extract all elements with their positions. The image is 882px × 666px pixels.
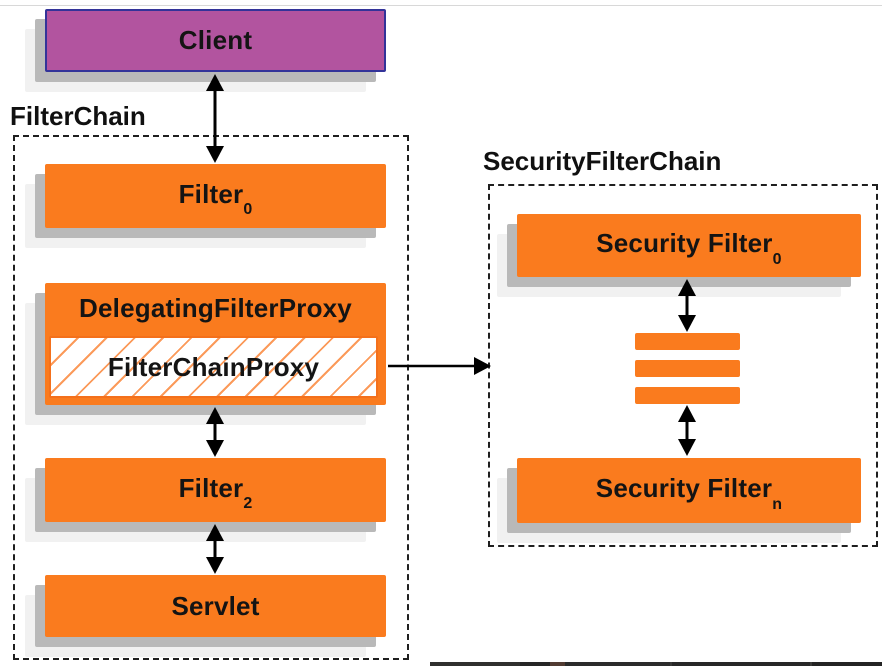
filter0-box-label: Filter0 xyxy=(178,178,253,218)
ellipsis-bar-icon xyxy=(635,333,740,350)
filter0-subscript: 0 xyxy=(243,201,253,219)
security-filter0-label: Security Filter0 xyxy=(596,228,782,267)
client-box: Client xyxy=(45,9,386,72)
security-filter0-subscript: 0 xyxy=(772,250,782,268)
security-filtern-box: Security Filtern xyxy=(517,458,861,523)
filter0-text: Filter xyxy=(178,178,244,209)
ellipsis-bar-icon xyxy=(635,360,740,377)
top-hairline xyxy=(0,5,882,6)
security-filter0-text: Security Filter xyxy=(596,228,773,259)
security-filter0-box: Security Filter0 xyxy=(517,214,861,277)
bottom-window-edge xyxy=(430,662,882,666)
filter2-subscript: 2 xyxy=(243,495,253,513)
filterchain-dashed-box xyxy=(13,135,409,660)
filter2-box: Filter2 xyxy=(45,458,386,522)
filterchainproxy-box: FilterChainProxy xyxy=(49,336,378,398)
security-filtern-text: Security Filter xyxy=(595,473,773,504)
client-box-label: Client xyxy=(178,25,253,55)
filterchain-label: FilterChain xyxy=(10,101,146,131)
delegatingfilterproxy-box: DelegatingFilterProxy FilterChainProxy xyxy=(45,283,386,405)
delegatingfilterproxy-label: DelegatingFilterProxy xyxy=(79,293,352,323)
filter2-text: Filter xyxy=(178,472,244,503)
security-filtern-label: Security Filtern xyxy=(595,473,782,512)
filterchainproxy-label: FilterChainProxy xyxy=(107,351,320,382)
filter2-box-label: Filter2 xyxy=(178,472,253,512)
filter0-box: Filter0 xyxy=(45,164,386,228)
security-filtern-subscript: n xyxy=(772,495,783,513)
servlet-box-label: Servlet xyxy=(171,590,260,621)
ellipsis-bar-icon xyxy=(635,387,740,404)
servlet-box: Servlet xyxy=(45,575,386,637)
securityfilterchain-label: SecurityFilterChain xyxy=(483,146,722,176)
